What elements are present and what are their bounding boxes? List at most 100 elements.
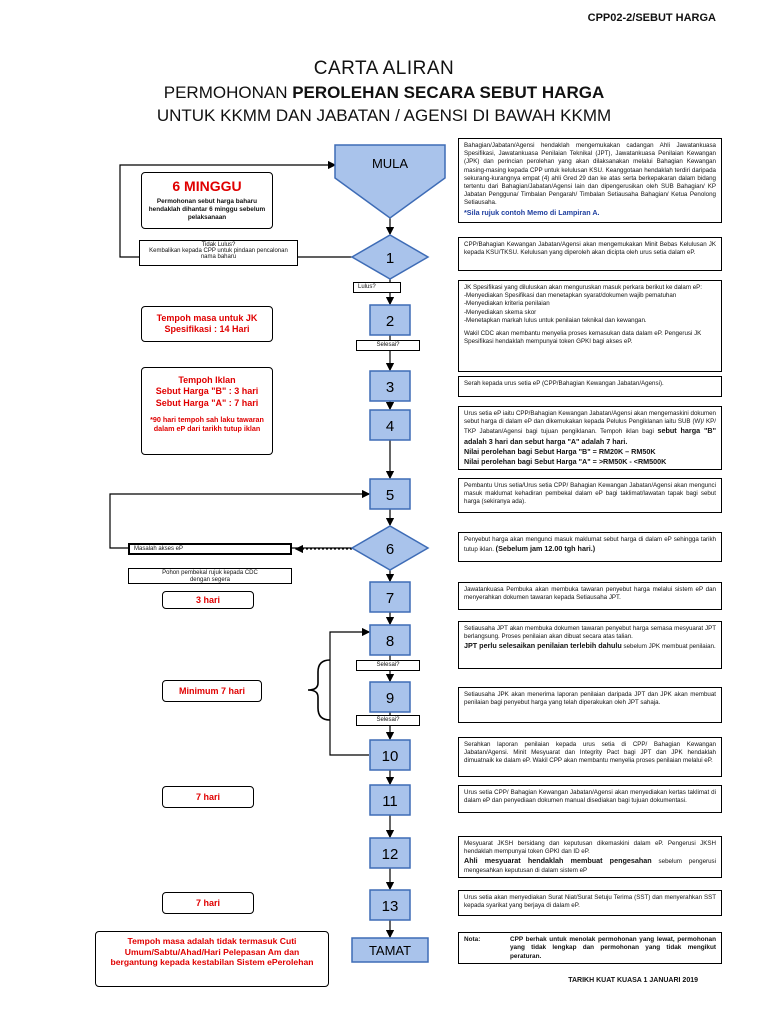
desc-mula-note: *Sila rujuk contoh Memo di Lampiran A. — [464, 207, 600, 217]
process-step-13 — [369, 889, 411, 921]
step-label-2: 2 — [386, 313, 394, 330]
process-step-4 — [369, 409, 411, 441]
desc-8-text: Setiausaha JPT akan membuka dokumen tawa… — [464, 625, 716, 641]
effective-date: TARIKH KUAT KUASA 1 JANUARI 2019 — [568, 977, 698, 984]
desc-3: Serah kepada urus setia eP (CPP/Bahagian… — [458, 376, 722, 397]
iklan-period-note: Tempoh Iklan Sebut Harga "B" : 3 hari Se… — [141, 367, 273, 455]
jk-period-note: Tempoh masa untuk JK Spesifikasi : 14 Ha… — [141, 306, 273, 342]
desc-12: Mesyuarat JKSH bersidang dan keputusan d… — [458, 836, 722, 878]
desc-mula: Bahagian/Jabatan/Agensi hendaklah mengem… — [458, 138, 722, 223]
step-label-10: 10 — [382, 748, 399, 765]
iklan-b: Sebut Harga "B" : 3 hari — [155, 386, 259, 397]
desc-6: Penyebut harga akan mengunci masuk maklu… — [458, 532, 722, 562]
subtitle-prefix: PERMOHONAN — [163, 83, 293, 102]
desc-8-end: sebelum JPK membuat penilaian. — [623, 643, 716, 651]
iklan-title: Tempoh Iklan — [178, 375, 236, 385]
process-step-12 — [369, 837, 411, 869]
desc-4-value-a: Nilai perolehan bagi Sebut Harga "A" = >… — [464, 456, 667, 466]
desc-mula-text: Bahagian/Jabatan/Agensi hendaklah mengem… — [464, 142, 716, 207]
step-label-12: 12 — [382, 846, 399, 863]
desc-12-bold: Ahli mesyuarat hendaklah membuat pengesa… — [464, 856, 652, 866]
desc-2-item-4: -Menetapkan markah lulus untuk penilaian… — [464, 316, 647, 324]
step-label-1: 1 — [386, 250, 394, 267]
tidak-lulus-box: Tidak Lulus? Kembalikan kepada CPP untuk… — [139, 240, 298, 266]
process-step-9 — [369, 681, 411, 713]
desc-2: JK Spesifikasi yang diluluskan akan meng… — [458, 280, 722, 372]
six-weeks-title: 6 MINGGU — [172, 178, 242, 194]
loop-8-10 — [329, 627, 371, 756]
step-label-3: 3 — [386, 379, 394, 396]
desc-4-bold: sebut harga "B" adalah 3 hari dan sebut … — [464, 426, 716, 446]
selesai-label-2: Selesai? — [356, 340, 420, 351]
loop-masalah — [109, 489, 371, 549]
seven-days-note-2: 7 hari — [162, 892, 254, 914]
decision-step-6 — [350, 525, 430, 571]
desc-4: Urus setia eP iaitu CPP/Bahagian Kewanga… — [458, 406, 722, 470]
desc-2-item-2: -Menyediakan kriteria penilaian — [464, 300, 550, 308]
step-label-8: 8 — [386, 633, 394, 650]
step-label-9: 9 — [386, 690, 394, 707]
desc-2-intro: JK Spesifikasi yang diluluskan akan meng… — [464, 284, 702, 291]
desc-1: CPP/Bahagian Kewangan Jabatan/Agensi aka… — [458, 237, 722, 271]
nota-box: Nota: CPP berhak untuk menolak permohona… — [458, 932, 722, 964]
step-label-7: 7 — [386, 590, 394, 607]
tidak-lulus-label: Tidak Lulus? — [201, 242, 236, 248]
process-step-2 — [369, 304, 411, 336]
desc-6-bold: (Sebelum jam 12.00 tgh hari.) — [495, 544, 596, 554]
desc-13: Urus setia akan menyediakan Surat Niat/S… — [458, 890, 722, 916]
desc-6-text: Penyebut harga akan mengunci masuk maklu… — [464, 536, 716, 554]
page-title: CARTA ALIRAN — [313, 58, 455, 79]
desc-12-end: sebelum pengerusi mengesahkan keputusan … — [464, 858, 716, 874]
selesai-label-8: Selesai? — [356, 660, 420, 671]
process-step-11 — [369, 784, 411, 816]
desc-8-bold: JPT perlu selesaikan penilaian terlebih … — [464, 641, 622, 651]
nota-label: Nota: — [464, 936, 481, 943]
desc-12-text: Mesyuarat JKSH bersidang dan keputusan d… — [464, 840, 716, 856]
tidak-lulus-note: Kembalikan kepada CPP untuk pindaan penc… — [149, 248, 288, 260]
desc-7: Jawatankuasa Pembuka akan membuka tawara… — [458, 582, 722, 610]
process-step-8 — [369, 624, 411, 656]
process-step-5 — [369, 478, 411, 510]
end-shape — [351, 937, 429, 963]
step-label-4: 4 — [386, 418, 394, 435]
step-label-6: 6 — [386, 541, 394, 558]
process-step-10 — [369, 739, 411, 771]
desc-2-item-3: -Menyediakan skema skor — [464, 308, 537, 316]
start-label: MULA — [372, 156, 408, 171]
lulus-label: Lulus? — [353, 282, 401, 293]
curly-brace — [307, 659, 331, 721]
desc-4-text: Urus setia eP iaitu CPP/Bahagian Kewanga… — [464, 410, 716, 436]
page-subtitle: PERMOHONAN PEROLEHAN SECARA SEBUT HARGA — [0, 83, 768, 103]
desc-10: Serahkan laporan penilaian kepada urus s… — [458, 737, 722, 777]
footer-period-note: Tempoh masa adalah tidak termasuk Cuti U… — [95, 931, 329, 987]
selesai-label-9: Selesai? — [356, 715, 420, 726]
end-label: TAMAT — [369, 943, 411, 958]
desc-11: Urus setia CPP/ Bahagian Kewangan Jabata… — [458, 785, 722, 813]
step-label-11: 11 — [382, 793, 398, 810]
three-days-note: 3 hari — [162, 591, 254, 609]
iklan-note: *90 hari tempoh sah laku tawaran dalam e… — [150, 414, 264, 433]
pohon-pembekal-box: Pohon pembekal rujuk kepada CDC dengan s… — [128, 568, 292, 584]
start-shape — [334, 144, 446, 219]
desc-5: Pembantu Urus setia/Urus setia CPP/ Baha… — [458, 478, 722, 513]
subtitle-bold: PEROLEHAN SECARA SEBUT HARGA — [292, 83, 605, 102]
desc-8: Setiausaha JPT akan membuka dokumen tawa… — [458, 621, 722, 669]
seven-days-note-1: 7 hari — [162, 786, 254, 808]
desc-9: Setiausaha JPK akan menerima laporan pen… — [458, 687, 722, 723]
step-label-13: 13 — [382, 898, 399, 915]
page-subtitle-2: UNTUK KKMM DAN JABATAN / AGENSI DI BAWAH… — [156, 106, 612, 125]
desc-2-item-1: -Menyediakan Spesifikasi dan menetapkan … — [464, 292, 677, 300]
process-step-7 — [369, 581, 411, 613]
desc-2-end: Wakil CDC akan membantu menyelia proses … — [464, 329, 702, 346]
iklan-a: Sebut Harga "A" : 7 hari — [155, 397, 259, 408]
process-step-3 — [369, 370, 411, 402]
six-weeks-text: Permohonan sebut harga baharu hendaklah … — [148, 197, 266, 222]
document-code: CPP02-2/SEBUT HARGA — [587, 12, 716, 24]
six-weeks-note: 6 MINGGU Permohonan sebut harga baharu h… — [141, 172, 273, 229]
min-seven-days-note: Minimum 7 hari — [162, 680, 262, 702]
step-label-5: 5 — [386, 487, 394, 504]
nota-text: CPP berhak untuk menolak permohonan yang… — [510, 936, 716, 960]
masalah-akses-box: Masalah akses eP — [128, 543, 292, 555]
